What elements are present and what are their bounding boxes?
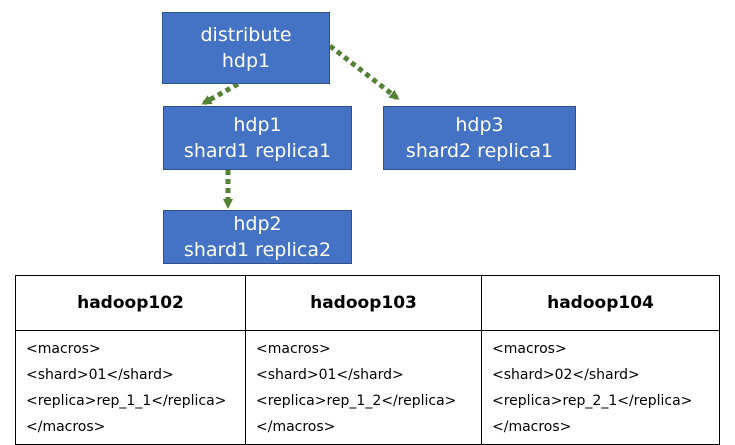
cell-hadoop102: <macros> <shard>01</shard> <replica>rep_…	[15, 330, 246, 445]
node-hdp2: hdp2 shard1 replica2	[163, 210, 352, 264]
node-hdp3: hdp3 shard2 replica1	[383, 106, 576, 170]
node-hdp3-line2: shard2 replica1	[405, 140, 554, 162]
cell-line: <macros>	[256, 341, 331, 357]
cell-line: </macros>	[26, 419, 106, 435]
node-hdp1-line2: shard1 replica1	[183, 140, 332, 162]
macros-table: hadoop102 hadoop103 hadoop104 <macros> <…	[15, 275, 720, 445]
cell-line: </macros>	[256, 419, 336, 435]
node-hdp1-line1: hdp1	[233, 114, 282, 136]
cell-line: </macros>	[492, 419, 572, 435]
node-distribute-line2: hdp1	[221, 50, 271, 72]
cell-line: <replica>rep_1_1</replica>	[26, 393, 227, 409]
table-header-row: hadoop102 hadoop103 hadoop104	[15, 275, 720, 331]
cell-hadoop103: <macros> <shard>01</shard> <replica>rep_…	[245, 330, 482, 445]
cell-line: <shard>01</shard>	[26, 367, 174, 383]
cell-line: <shard>01</shard>	[256, 367, 404, 383]
node-hdp3-line1: hdp3	[455, 114, 504, 136]
header-hadoop104: hadoop104	[481, 275, 720, 331]
cell-line: <replica>rep_1_2</replica>	[256, 393, 457, 409]
arrow-distribute-to-hdp3	[328, 44, 400, 100]
cell-line: <macros>	[26, 341, 101, 357]
node-distribute: distribute hdp1	[162, 12, 330, 84]
node-distribute-line1: distribute	[200, 24, 292, 46]
cell-hadoop104: <macros> <shard>02</shard> <replica>rep_…	[481, 330, 720, 445]
cell-line: <macros>	[492, 341, 567, 357]
node-hdp2-line2: shard1 replica2	[183, 239, 332, 261]
node-hdp1: hdp1 shard1 replica1	[163, 106, 352, 170]
arrow-distribute-to-hdp1	[201, 81, 240, 106]
header-hadoop102: hadoop102	[15, 275, 246, 331]
header-hadoop103: hadoop103	[245, 275, 482, 331]
cell-line: <replica>rep_2_1</replica>	[492, 393, 693, 409]
node-hdp2-line1: hdp2	[233, 213, 282, 235]
cell-line: <shard>02</shard>	[492, 367, 640, 383]
table-row: <macros> <shard>01</shard> <replica>rep_…	[15, 330, 720, 445]
